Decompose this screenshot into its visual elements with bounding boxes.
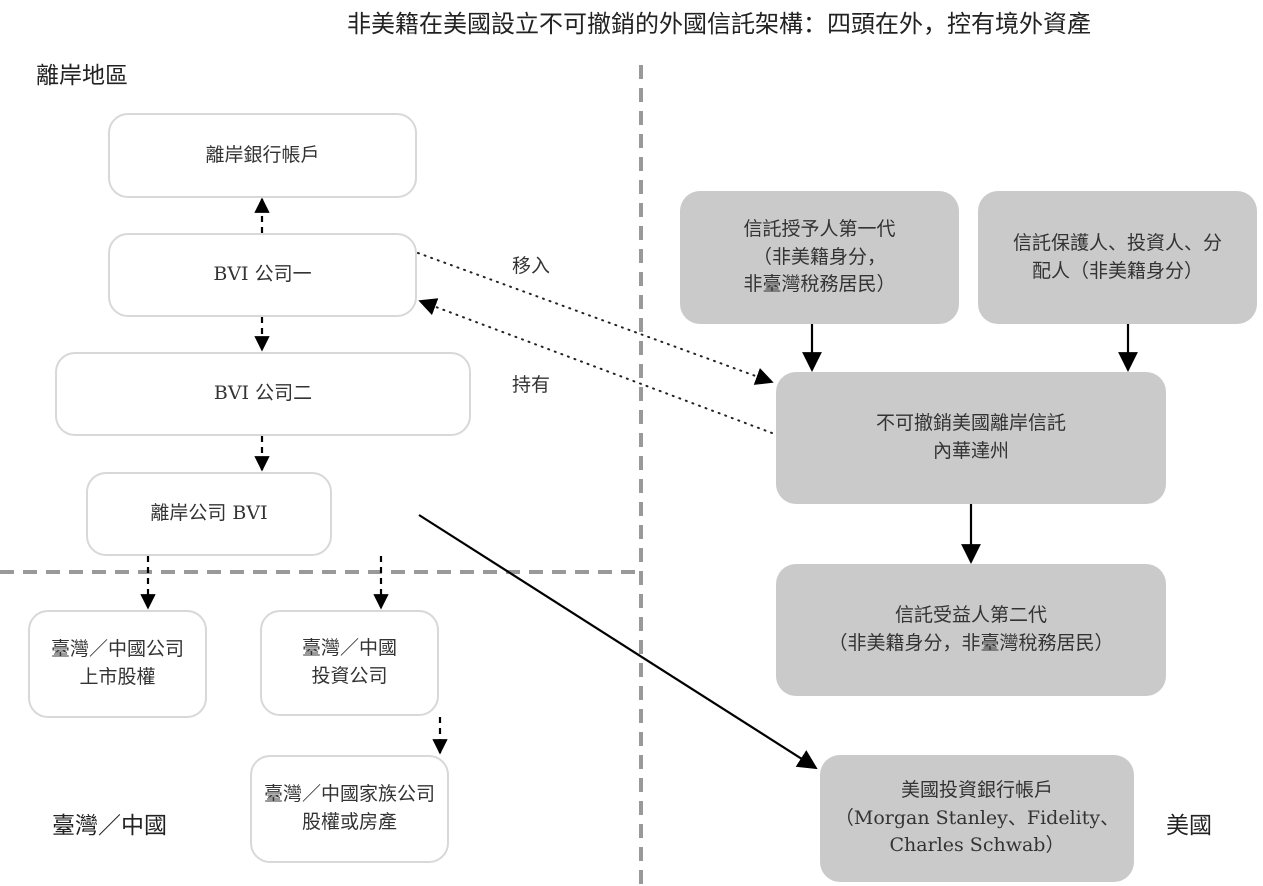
- node-text: 投資公司: [311, 665, 388, 687]
- node-text: 上市股權: [79, 666, 156, 688]
- node-us-investment-bank-account: 美國投資銀行帳戶 （Morgan Stanley、Fidelity、 Charl…: [820, 755, 1134, 882]
- node-text: （非美籍身分，非臺灣稅務居民）: [828, 632, 1114, 654]
- node-text: 臺灣／中國: [301, 637, 397, 660]
- node-irrevocable-trust: 不可撤銷美國離岸信託 內華達州: [776, 372, 1166, 504]
- node-text: （非美籍身分，: [752, 245, 886, 268]
- diagram-title: 非美籍在美國設立不可撤銷的外國信託架構：四頭在外，控有境外資產: [347, 10, 1091, 38]
- node-offshore-bank-account: 離岸銀行帳戶: [108, 113, 417, 198]
- node-text: （Morgan Stanley、Fidelity、: [834, 806, 1120, 829]
- node-text: 信託保護人、投資人、分: [1012, 231, 1222, 254]
- node-text: Charles Schwab）: [889, 834, 1065, 857]
- node-text: 臺灣／中國家族公司: [263, 783, 435, 806]
- node-text: BVI 公司一: [213, 263, 312, 286]
- node-trust-protector: 信託保護人、投資人、分 配人（非美籍身分）: [978, 191, 1257, 324]
- node-text: BVI 公司二: [213, 382, 313, 405]
- node-trust-grantor: 信託授予人第一代 （非美籍身分， 非臺灣稅務居民）: [680, 191, 959, 324]
- node-text: 不可撤銷美國離岸信託: [875, 412, 1066, 435]
- node-text: 臺灣／中國公司: [50, 638, 184, 661]
- node-tw-family-company: 臺灣／中國家族公司 股權或房產: [250, 755, 449, 863]
- node-text: 信託授予人第一代: [743, 218, 896, 241]
- region-label-offshore: 離岸地區: [36, 63, 128, 89]
- region-label-taiwan-china: 臺灣／中國: [52, 813, 167, 839]
- arrow-hold: [418, 298, 773, 434]
- node-text: 內華達州: [932, 440, 1009, 462]
- edge-label-hold: 持有: [512, 374, 551, 396]
- edge-label-transfer-in: 移入: [512, 255, 551, 277]
- node-tw-investment-company: 臺灣／中國 投資公司: [260, 610, 439, 716]
- node-text: 信託受益人第二代: [894, 604, 1047, 627]
- node-bvi-company-1: BVI 公司一: [108, 233, 417, 317]
- arrow-offshore-bvi-to-us-bank: [418, 514, 818, 770]
- node-bvi-company-2: BVI 公司二: [55, 352, 471, 436]
- node-text: 非臺灣稅務居民）: [743, 273, 896, 296]
- node-text: 配人（非美籍身分）: [1031, 259, 1203, 282]
- region-label-usa: 美國: [1166, 813, 1212, 839]
- node-offshore-company-bvi: 離岸公司 BVI: [86, 472, 332, 556]
- node-text: 股權或房產: [301, 811, 397, 833]
- node-text: 離岸銀行帳戶: [205, 143, 320, 166]
- node-trust-beneficiary: 信託受益人第二代 （非美籍身分，非臺灣稅務居民）: [776, 564, 1166, 696]
- node-tw-listed-equity: 臺灣／中國公司 上市股權: [28, 610, 207, 718]
- arrow-transfer-in: [417, 252, 774, 385]
- node-text: 美國投資銀行帳戶: [900, 779, 1053, 802]
- node-text: 離岸公司 BVI: [150, 502, 268, 525]
